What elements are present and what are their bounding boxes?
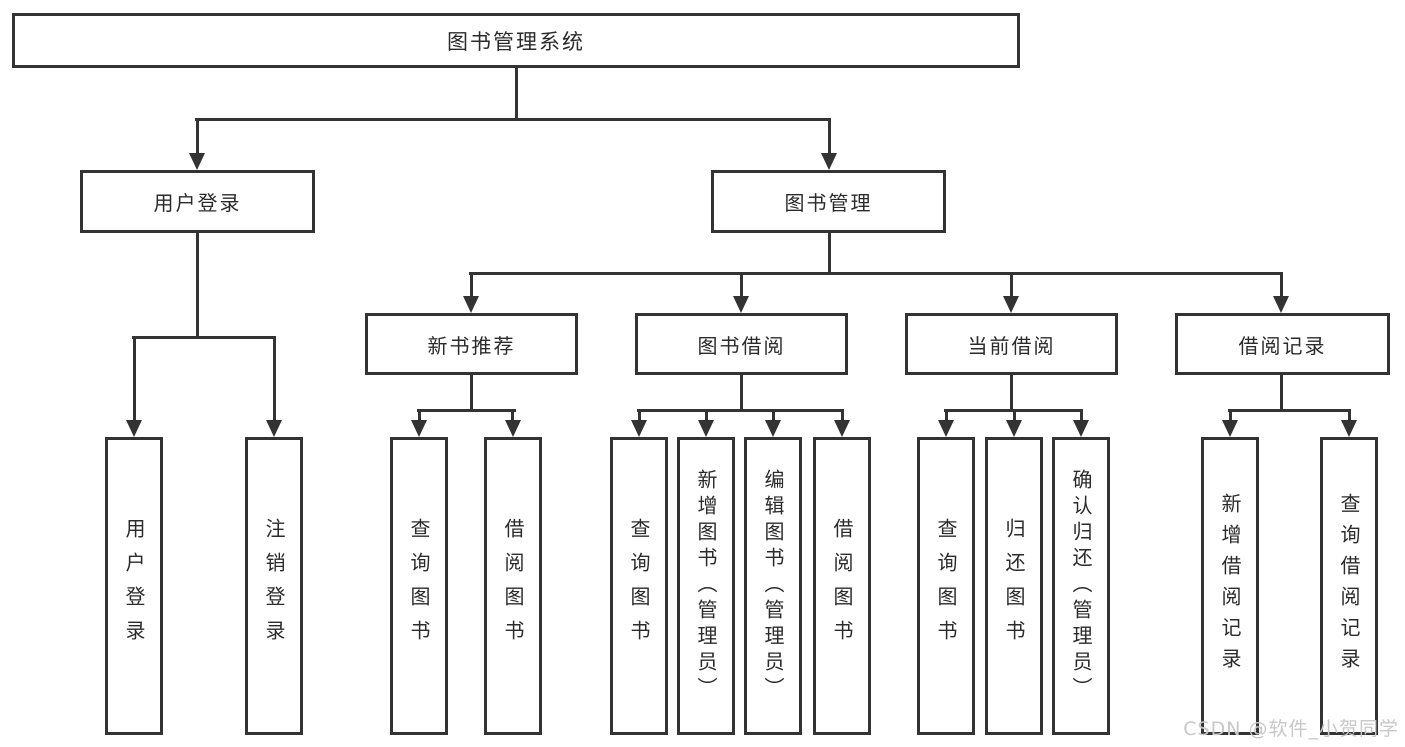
leaf-label: 查询图书 (407, 518, 431, 654)
arrowhead-down-icon (821, 153, 837, 170)
leaf-label: 新增图书（管理员） (694, 469, 718, 703)
leaf-label: 注销登录 (262, 518, 286, 654)
leaf-confirm-return-admin: 确认归还（管理员） (1052, 437, 1110, 735)
connector-line (637, 409, 844, 412)
leaf-label: 归还图书 (1002, 518, 1026, 654)
arrowhead-down-icon (505, 420, 521, 437)
connector-line (1228, 409, 1351, 412)
connector-line (511, 409, 514, 422)
arrowhead-down-icon (1006, 420, 1022, 437)
node-borrow-record: 借阅记录 (1175, 313, 1390, 375)
leaf-query-books-newbook: 查询图书 (390, 437, 448, 735)
node-label: 当前借阅 (967, 333, 1056, 358)
leaf-query-books-current: 查询图书 (917, 437, 975, 735)
connector-line (417, 409, 516, 412)
leaf-borrow-books-newbook: 借阅图书 (484, 437, 542, 735)
connector-line (1348, 409, 1351, 422)
connector-line (1280, 375, 1283, 411)
connector-line (195, 118, 831, 121)
connector-line (828, 118, 831, 155)
connector-line (273, 336, 276, 422)
node-book-management: 图书管理 (711, 170, 946, 233)
connector-line (1010, 375, 1013, 411)
node-label: 用户登录 (153, 191, 242, 215)
node-new-book-recommend: 新书推荐 (365, 313, 578, 375)
leaf-label: 查询借阅记录 (1337, 493, 1361, 679)
connector-line (1013, 409, 1016, 422)
leaf-user-login: 用户登录 (105, 437, 163, 735)
leaf-logout: 注销登录 (245, 437, 303, 735)
node-label: 借阅记录 (1238, 333, 1327, 358)
node-label: 图书借阅 (697, 333, 786, 358)
connector-line (1280, 272, 1283, 298)
leaf-edit-books-admin: 编辑图书（管理员） (744, 437, 802, 735)
leaf-label: 用户登录 (122, 518, 146, 654)
connector-line (740, 375, 743, 411)
node-current-borrow: 当前借阅 (905, 313, 1118, 375)
leaf-borrow-books: 借阅图书 (813, 437, 871, 735)
leaf-label: 查询图书 (934, 518, 958, 654)
node-label: 新书推荐 (427, 333, 516, 358)
arrowhead-down-icon (733, 296, 749, 313)
connector-line (470, 272, 473, 298)
arrowhead-down-icon (698, 420, 714, 437)
node-book-borrow: 图书借阅 (635, 313, 848, 375)
arrowhead-down-icon (1222, 420, 1238, 437)
connector-line (772, 409, 775, 422)
leaf-query-borrow-record: 查询借阅记录 (1320, 437, 1378, 735)
csdn-watermark: CSDN @软件_小贺同学 (1183, 718, 1399, 740)
arrowhead-down-icon (126, 420, 142, 437)
connector-line (196, 118, 199, 155)
connector-line (1229, 409, 1232, 422)
arrowhead-down-icon (834, 420, 850, 437)
arrowhead-down-icon (1073, 420, 1089, 437)
arrowhead-down-icon (1273, 296, 1289, 313)
leaf-label: 借阅图书 (830, 518, 854, 654)
connector-line (638, 409, 641, 422)
connector-line (841, 409, 844, 422)
arrowhead-down-icon (631, 420, 647, 437)
arrowhead-down-icon (765, 420, 781, 437)
arrowhead-down-icon (266, 420, 282, 437)
connector-line (470, 375, 473, 411)
node-label: 图书管理 (784, 191, 873, 215)
arrowhead-down-icon (411, 420, 427, 437)
arrowhead-down-icon (1341, 420, 1357, 437)
connector-line (133, 336, 136, 422)
connector-line (740, 272, 743, 298)
connector-line (945, 409, 948, 422)
leaf-label: 编辑图书（管理员） (761, 469, 785, 703)
arrowhead-down-icon (1003, 296, 1019, 313)
leaf-return-books: 归还图书 (985, 437, 1043, 735)
arrowhead-down-icon (938, 420, 954, 437)
connector-line (418, 409, 421, 422)
connector-line (1010, 272, 1013, 298)
node-label: 图书管理系统 (447, 29, 585, 54)
connector-line (132, 336, 275, 339)
leaf-label: 借阅图书 (501, 518, 525, 654)
connector-line (828, 233, 831, 274)
connector-line (1080, 409, 1083, 422)
leaf-add-borrow-record: 新增借阅记录 (1201, 437, 1259, 735)
leaf-query-books-borrow: 查询图书 (610, 437, 668, 735)
arrowhead-down-icon (189, 153, 205, 170)
leaf-label: 新增借阅记录 (1218, 493, 1242, 679)
node-user-login: 用户登录 (80, 170, 315, 233)
node-root-system: 图书管理系统 (12, 13, 1020, 68)
leaf-label: 确认归还（管理员） (1069, 469, 1093, 703)
connector-line (469, 272, 1283, 275)
connector-line (196, 233, 199, 338)
connector-line (515, 68, 518, 120)
leaf-label: 查询图书 (627, 518, 651, 654)
leaf-add-books-admin: 新增图书（管理员） (677, 437, 735, 735)
connector-line (705, 409, 708, 422)
arrowhead-down-icon (463, 296, 479, 313)
